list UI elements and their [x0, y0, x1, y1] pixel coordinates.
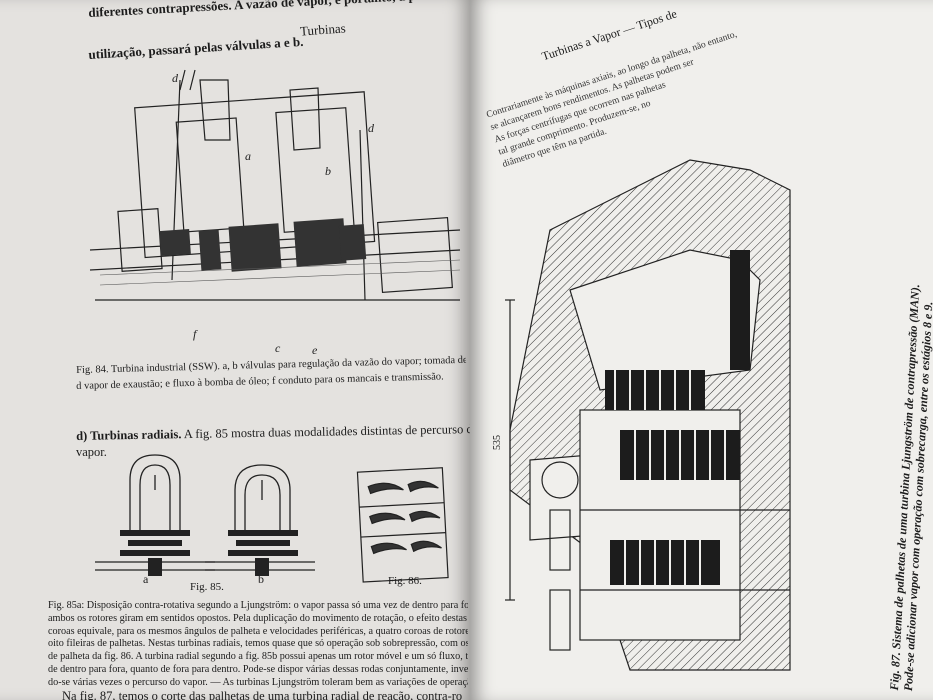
- fig85-radial-diagrams: a b: [95, 454, 449, 586]
- fig85-caption-line-3: coroas equivale, para os mesmos ângulos …: [48, 625, 468, 637]
- fig85-label: Fig. 85.: [190, 581, 224, 593]
- fig84-label-e: e: [312, 343, 318, 357]
- fig85-caption-line-2: ambos os rotores giram em sentidos opost…: [48, 612, 468, 624]
- fig84-label-d-right: d: [368, 121, 375, 135]
- fig85-label-b: b: [258, 572, 264, 586]
- fig85-caption-line-5: de palheta da fig. 86. A turbina radial …: [48, 651, 468, 663]
- section-d-text-1: A fig. 85 mostra duas modalidades distin…: [183, 421, 470, 442]
- left-top-line-1: diferentes contrapressões. A vazão de va…: [88, 0, 468, 21]
- section-d-text-2: vapor.: [76, 445, 107, 459]
- fig84-label-c: c: [275, 341, 281, 355]
- fig85-label-a: a: [143, 572, 149, 586]
- section-d-line-1: d) Turbinas radiais. A fig. 85 mostra du…: [76, 420, 470, 445]
- dimension-label-535: 535: [492, 435, 503, 450]
- left-top-line-2: utilização, passará pelas válvulas a e b…: [88, 33, 304, 62]
- fig85-caption-line-6: de dentro para fora, quanto de fora para…: [48, 663, 468, 675]
- fig84-label-b: b: [325, 164, 331, 178]
- left-running-head: Turbinas: [299, 20, 347, 39]
- fig84-label-d-left: d: [172, 71, 179, 85]
- fig85-caption-line-1: Fig. 85a: Disposição contra-rotativa seg…: [48, 600, 468, 611]
- fig84-turbine-drawing: d d a b c f e: [89, 69, 461, 357]
- fig87-ljungstrom-blading-drawing: 535: [492, 159, 791, 671]
- section-d-heading: d) Turbinas radiais.: [76, 427, 182, 443]
- fig86-label: Fig. 86.: [388, 575, 422, 587]
- fig85-caption-line-4: oito fileiras de palhetas. Nestas turbin…: [48, 638, 468, 650]
- fig84-label-a: a: [245, 149, 251, 163]
- fig85-caption-line-7: do-se várias vezes o percurso do vapor. …: [48, 676, 468, 688]
- right-page: Turbinas a Vapor — Tipos de Contrariamen…: [470, 0, 933, 700]
- left-page: diferentes contrapressões. A vazão de va…: [0, 0, 470, 700]
- fig85-caption: Fig. 85a: Disposição contra-rotativa seg…: [48, 600, 468, 690]
- left-bottom-line: Na fig. 87, temos o corte das palhetas d…: [62, 689, 462, 700]
- fig87-caption: Fig. 87. Sistema de palhetas de uma turb…: [887, 284, 933, 692]
- fig84-label-f: f: [193, 327, 198, 341]
